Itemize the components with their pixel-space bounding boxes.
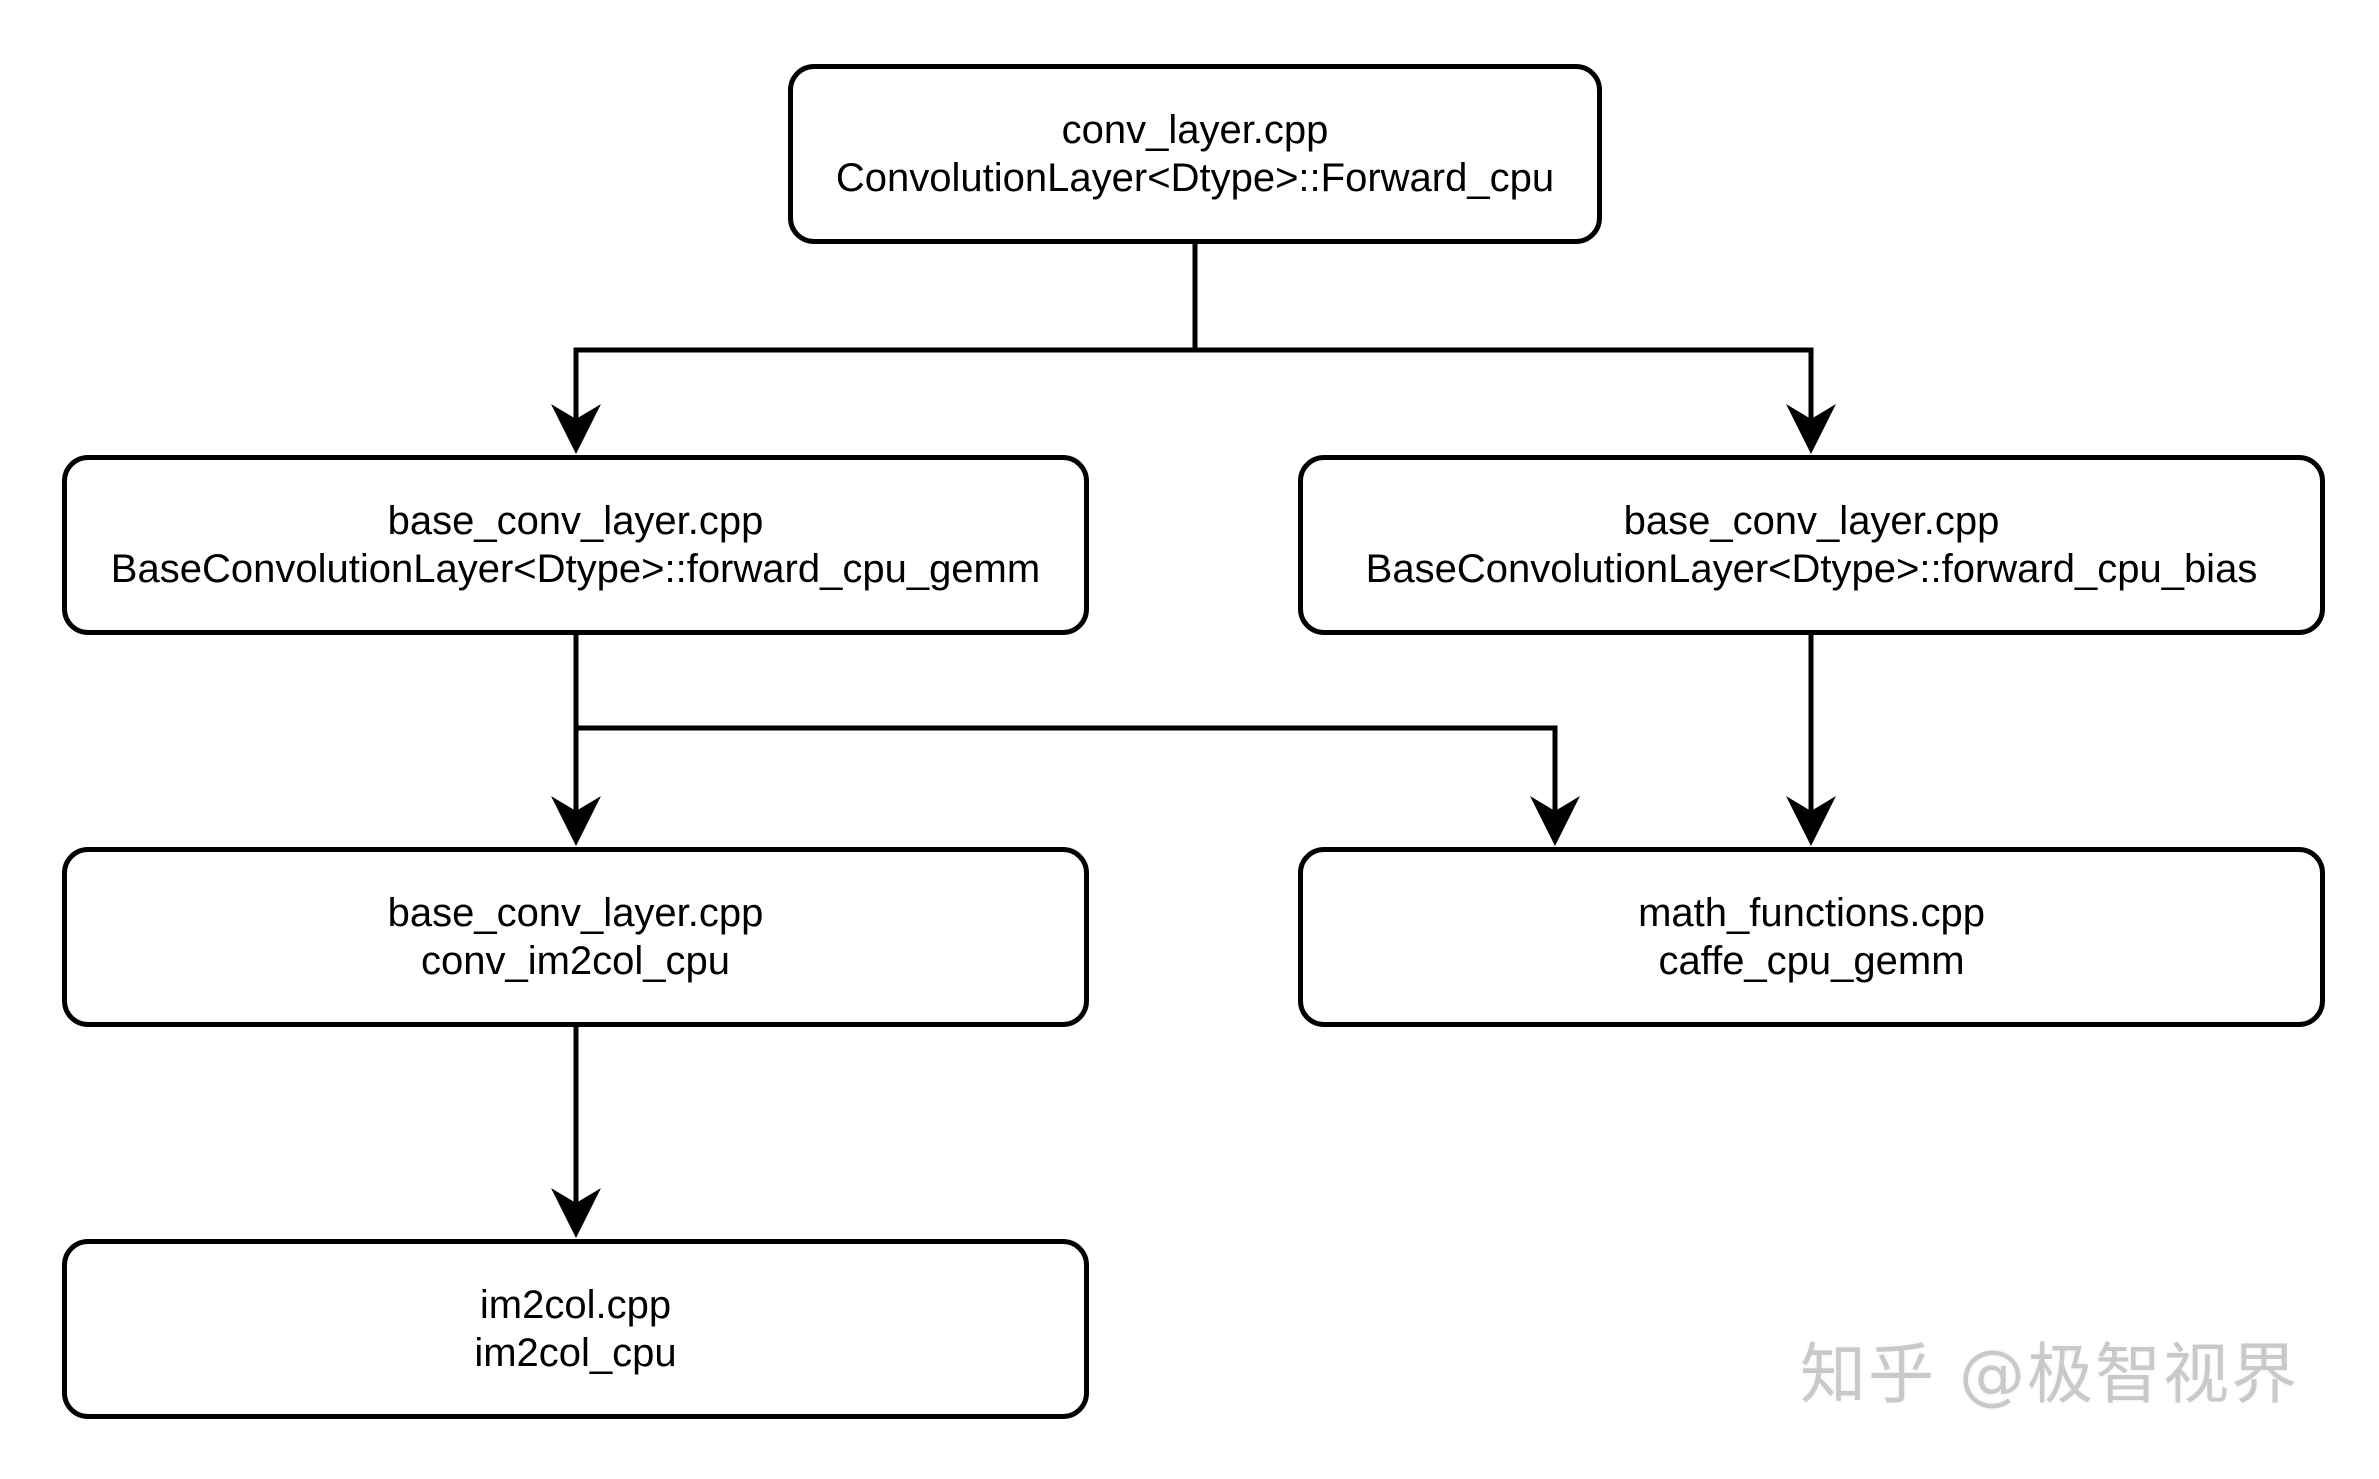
watermark: 知乎 @极智视界 (1800, 1336, 2299, 1413)
node-function-label: BaseConvolutionLayer<Dtype>::forward_cpu… (110, 547, 1041, 591)
edge-gemm-to-caffe-gemm (576, 725, 1580, 846)
edge-forward-to-bias (1195, 347, 1836, 454)
node-function-label: BaseConvolutionLayer<Dtype>::forward_cpu… (1365, 547, 2258, 591)
node-file-label: conv_layer.cpp (1061, 108, 1329, 152)
node-im2col-cpu: im2col.cpp im2col_cpu (62, 1239, 1089, 1419)
node-conv-layer-forward-cpu: conv_layer.cpp ConvolutionLayer<Dtype>::… (788, 64, 1602, 244)
node-function-label: conv_im2col_cpu (420, 939, 731, 983)
node-forward-cpu-bias: base_conv_layer.cpp BaseConvolutionLayer… (1298, 455, 2325, 635)
node-caffe-cpu-gemm: math_functions.cpp caffe_cpu_gemm (1298, 847, 2325, 1027)
node-function-label: caffe_cpu_gemm (1658, 939, 1965, 983)
edge-forward-to-gemm (551, 244, 1198, 454)
node-conv-im2col-cpu: base_conv_layer.cpp conv_im2col_cpu (62, 847, 1089, 1027)
node-file-label: base_conv_layer.cpp (387, 499, 764, 543)
node-forward-cpu-gemm: base_conv_layer.cpp BaseConvolutionLayer… (62, 455, 1089, 635)
node-file-label: math_functions.cpp (1638, 891, 1985, 935)
node-file-label: base_conv_layer.cpp (387, 891, 764, 935)
node-function-label: im2col_cpu (474, 1331, 677, 1375)
node-file-label: im2col.cpp (479, 1283, 672, 1327)
node-file-label: base_conv_layer.cpp (1623, 499, 2000, 543)
node-function-label: ConvolutionLayer<Dtype>::Forward_cpu (835, 156, 1555, 200)
